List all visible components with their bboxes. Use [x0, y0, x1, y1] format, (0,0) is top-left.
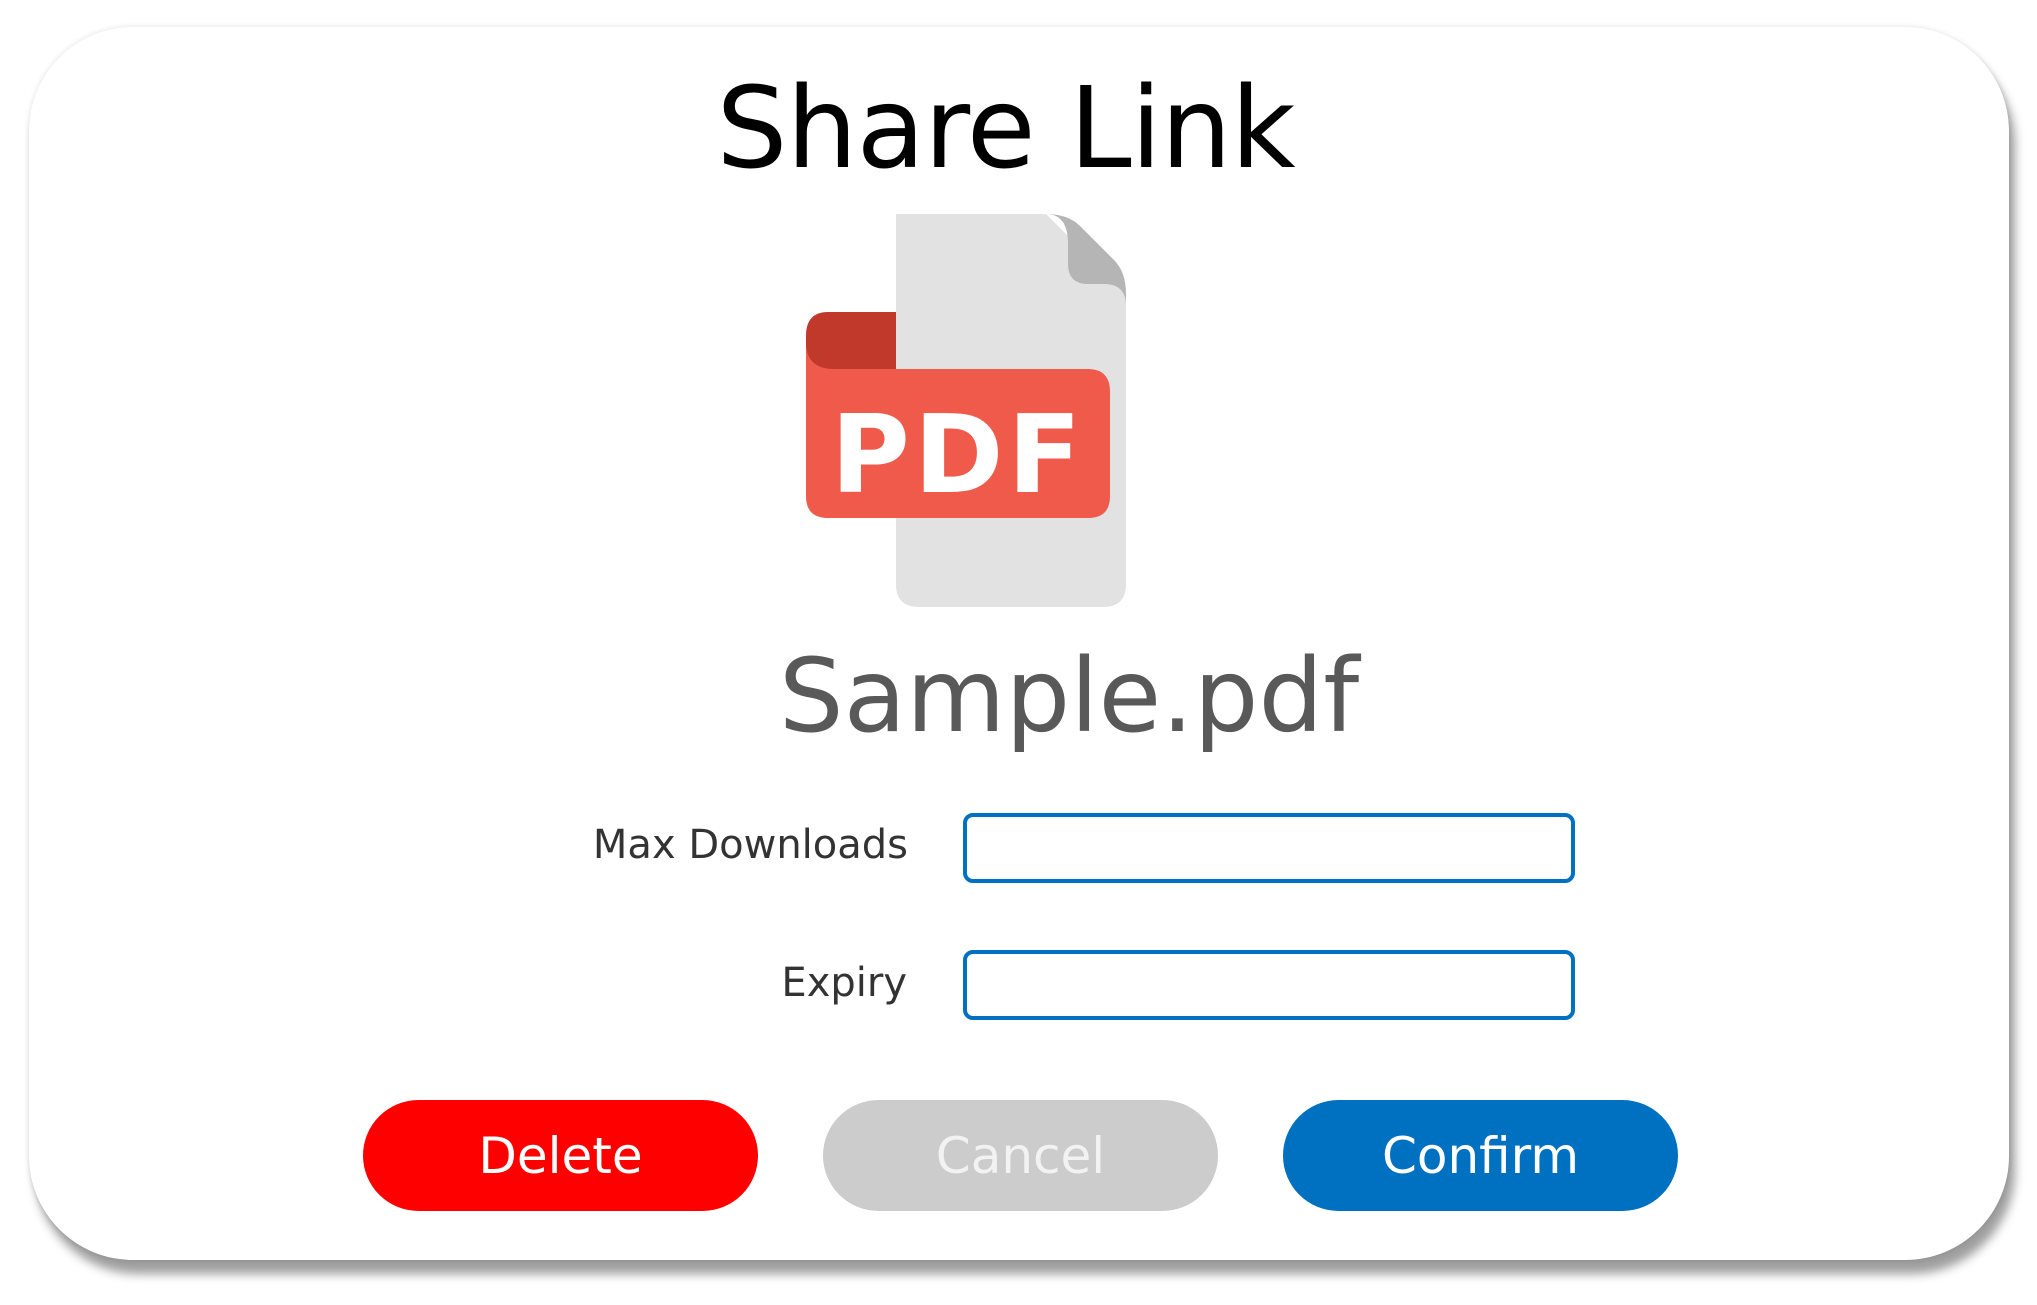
max-downloads-label: Max Downloads — [592, 822, 908, 868]
cancel-button[interactable]: Cancel — [823, 1100, 1218, 1211]
pdf-file-icon: PDF — [806, 214, 1178, 607]
dialog-title: Share Link — [716, 64, 1295, 194]
expiry-input[interactable] — [963, 950, 1575, 1020]
share-link-dialog: Share Link PDF Sample.pdf Max Downloads … — [29, 27, 2009, 1260]
file-name: Sample.pdf — [778, 637, 1360, 756]
pdf-badge-text: PDF — [831, 393, 1086, 518]
delete-button[interactable]: Delete — [363, 1100, 758, 1211]
expiry-label: Expiry — [781, 960, 907, 1006]
confirm-button[interactable]: Confirm — [1283, 1100, 1678, 1211]
max-downloads-input[interactable] — [963, 813, 1575, 883]
